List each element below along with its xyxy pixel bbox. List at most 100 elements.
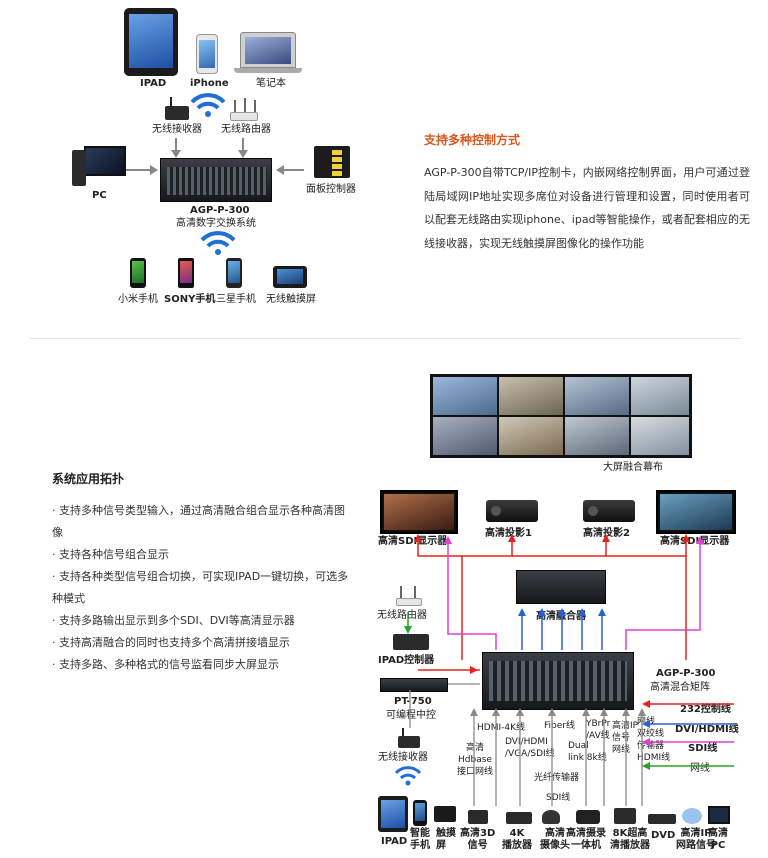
pc-tower-image [72, 150, 86, 186]
iphone-label: iPhone [190, 78, 229, 89]
sdi-display-right-label: 高清SDI显示器 [660, 536, 730, 547]
phone-sony-image [178, 258, 194, 288]
system-title: 系统应用拓扑 [52, 472, 125, 486]
receiver-antenna [170, 97, 172, 107]
cable-ip-signal-label: 高清IP 信号 网线 [612, 721, 639, 755]
laptop-label: 笔记本 [256, 78, 286, 89]
feature-list: · 支持多种信号类型输入，通过高清融合组合显示各种高清图像 · 支持各种信号组合… [52, 500, 352, 676]
bottom-camcorder-image [576, 810, 600, 824]
bottom-item-label: IPAD [381, 836, 408, 847]
phone-xiaomi-image [130, 258, 146, 288]
pc-label: PC [92, 190, 107, 201]
router-antenna-2 [244, 98, 246, 112]
wifi-icon [190, 93, 226, 117]
bottom-touch-image [434, 806, 456, 822]
cable-fiber-label: Fiber线 [544, 721, 575, 731]
bottom-item-label: 4K 播放器 [502, 828, 532, 851]
bottom-item-label: 高清 PC [708, 828, 728, 851]
topo-router-antenna-2 [414, 586, 416, 598]
topo-router-label: 无线路由器 [377, 610, 427, 621]
bottom-item-label: 高清3D 信号 [460, 828, 496, 851]
matrix-image [160, 158, 272, 202]
bottom-item-label: DVD [651, 830, 676, 841]
bottom-pc-image [708, 806, 730, 824]
big-screen-image [430, 374, 692, 458]
sdi-display-left-image [380, 490, 458, 534]
bottom-8k-image [614, 808, 636, 824]
projector1-label: 高清投影1 [485, 528, 532, 539]
bottom-3d-image [468, 810, 488, 824]
legend-dvi-label: DVI/HDMI线 [675, 724, 739, 735]
cable-dvi-hdmi-vga-sdi-label: DVI/HDMI /VGA/SDI线 [505, 737, 555, 759]
cable-hdmi4k-label: HDMI-4K线 [477, 723, 525, 733]
bottom-item-label: 高清IP 网路信号 [676, 828, 716, 851]
feature-item: · 支持高清融合的同时也支持多个高清拼接墙显示 [52, 636, 290, 649]
laptop-image [240, 32, 296, 68]
legend-net-label: 网线 [690, 763, 710, 774]
pt750-name-label: 可编程中控 [386, 710, 436, 721]
topo-receiver-antenna [402, 728, 404, 737]
bottom-dvd-image [648, 814, 676, 824]
feature-item: · 支持各种类型信号组合切换，可实现IPAD一键切换，可选多种模式 [52, 570, 349, 605]
bottom-ip-image [682, 808, 702, 824]
control-paragraph: AGP-P-300自带TCP/IP控制卡，内嵌网络控制界面，用户可通过登陆局域网… [424, 166, 750, 250]
phone-xiaomi-label: 小米手机 [118, 294, 158, 305]
ipad-image [124, 8, 178, 76]
bottom-camera-image [542, 810, 560, 824]
topo-wifi-icon [394, 766, 422, 786]
wireless-touch-label: 无线触摸屏 [266, 294, 316, 305]
wireless-receiver-label: 无线接收器 [152, 124, 202, 135]
panel-controller-image [314, 146, 350, 178]
cable-ybrpr-label: YBrPr /AV线 [586, 719, 611, 741]
bottom-item-label: 8K超高 清播放器 [610, 828, 650, 851]
big-screen-label: 大屏融合幕布 [603, 462, 663, 473]
bottom-4k-image [506, 812, 532, 824]
wireless-touch-image [273, 266, 307, 288]
ipad-label: IPAD [140, 78, 167, 89]
feature-item: · 支持多路输出显示到多个SDI、DVI等高清显示器 [52, 614, 295, 627]
cable-sdi-label: SDI线 [546, 793, 571, 803]
main-matrix-model-label: AGP-P-300 [656, 668, 716, 679]
main-matrix-name-label: 高清混合矩阵 [650, 682, 710, 693]
legend-232-label: 232控制线 [680, 704, 731, 715]
cable-dual-link-label: Dual link 8k线 [568, 741, 607, 763]
topo-receiver-image [398, 736, 420, 748]
phone-samsung-image [226, 258, 242, 288]
sdi-display-left-label: 高清SDI显示器 [378, 536, 448, 547]
main-matrix-image [482, 652, 634, 710]
bottom-item-label: 智能 手机 [410, 828, 430, 851]
bottom-ipad-image [378, 796, 408, 832]
pt750-image [380, 678, 448, 692]
section-divider [30, 338, 740, 339]
fusion-image [516, 570, 606, 604]
topo-router-antenna [400, 586, 402, 598]
control-heading: 支持多种控制方式 [424, 133, 521, 147]
projector2-label: 高清投影2 [583, 528, 630, 539]
wifi-icon-lower [200, 231, 236, 255]
feature-item: · 支持多种信号类型输入，通过高清融合组合显示各种高清图像 [52, 504, 345, 539]
cable-fiber-transmitter-label: 光纤传输器 [534, 773, 580, 783]
panel-controller-label: 面板控制器 [306, 184, 356, 195]
feature-item: · 支持多路、多种格式的信号监看同步大屏显示 [52, 658, 279, 671]
bottom-item-label: 高清 摄像头 [540, 828, 570, 851]
matrix-model-label: AGP-P-300 [190, 205, 250, 216]
iphone-image [196, 34, 218, 74]
bottom-phone-image [413, 800, 427, 826]
bottom-item-label: 触摸 屏 [436, 828, 456, 851]
laptop-base [234, 68, 302, 73]
topo-router-image [396, 598, 422, 606]
phone-sony-label: SONY手机 [164, 294, 216, 305]
projector2-image [583, 500, 635, 522]
topo-receiver-label: 无线接收器 [378, 752, 428, 763]
legend-sdi-label: SDI线 [688, 743, 718, 754]
wireless-router-image [230, 112, 258, 121]
ipad-controller-image [393, 634, 429, 650]
projector1-image [486, 500, 538, 522]
matrix-name-label: 高清数字交换系统 [176, 218, 256, 229]
wireless-receiver-image [165, 106, 189, 120]
pc-monitor-image [84, 146, 126, 176]
ipad-controller-label: IPAD控制器 [378, 655, 435, 666]
cable-hdbase-label: 高清 Hdbase 接口网线 [457, 743, 494, 777]
